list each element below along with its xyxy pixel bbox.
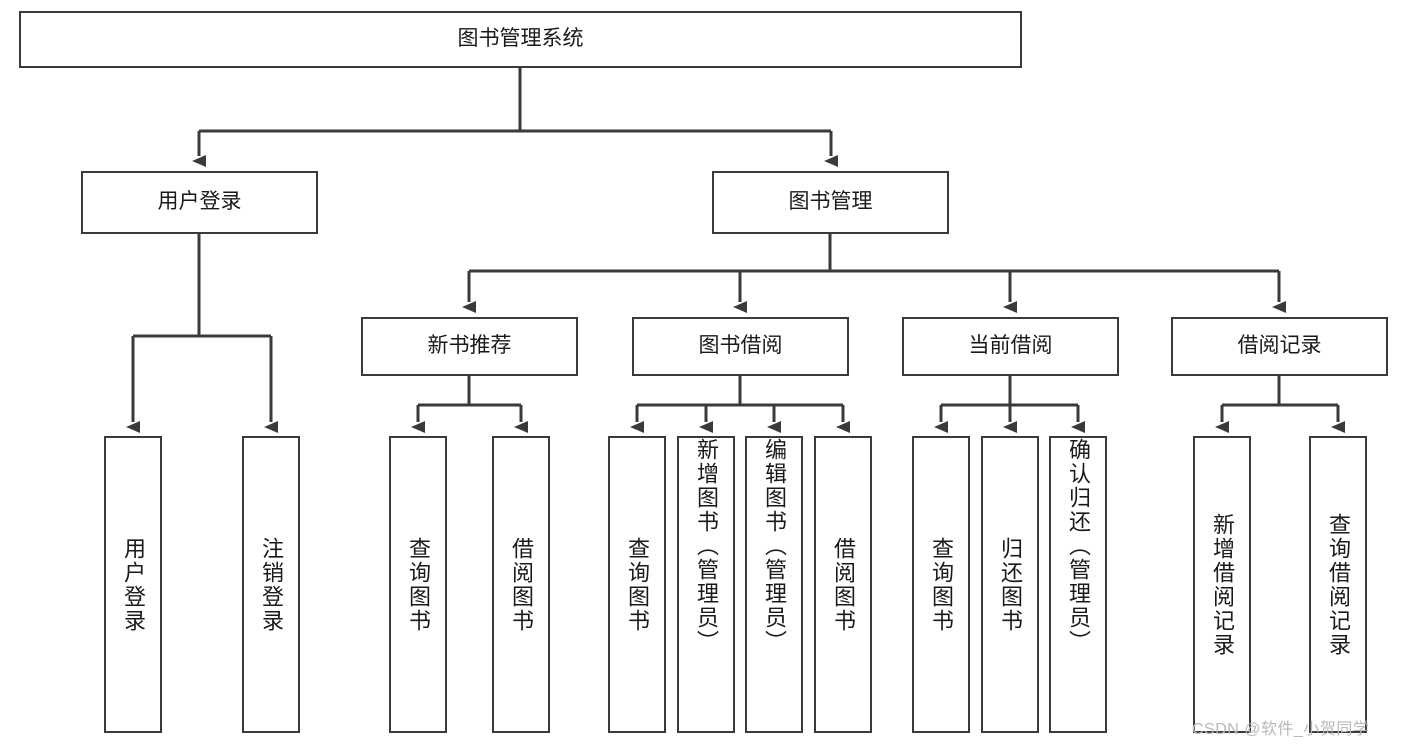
leaf-add-book-admin[interactable]: 新增图书（管理员）: [677, 436, 735, 733]
node-book-manage[interactable]: 图书管理: [712, 171, 949, 234]
node-label: 图书管理: [788, 190, 873, 214]
node-label: 新书推荐: [427, 334, 512, 358]
leaf-edit-book-admin[interactable]: 编辑图书（管理员）: [745, 436, 803, 733]
node-label: 查询图书: [929, 536, 954, 633]
node-label: 查询图书: [625, 536, 650, 633]
leaf-query-borrow-record[interactable]: 查询借阅记录: [1309, 436, 1367, 733]
node-label: 新增图书（管理员）: [694, 438, 719, 654]
node-label: 借阅图书: [831, 536, 856, 633]
node-label: 用户登录: [121, 536, 146, 633]
leaf-user-login[interactable]: 用户登录: [104, 436, 162, 733]
node-current-borrow[interactable]: 当前借阅: [902, 317, 1119, 376]
node-label: 查询借阅记录: [1326, 512, 1351, 657]
leaf-confirm-return-admin[interactable]: 确认归还（管理员）: [1049, 436, 1107, 733]
node-label: 注销登录: [259, 536, 284, 633]
leaf-query-book-recommend[interactable]: 查询图书: [389, 436, 447, 733]
node-label: 借阅记录: [1237, 334, 1322, 358]
node-label: 图书管理系统: [457, 27, 584, 51]
node-label: 新增借阅记录: [1210, 512, 1235, 657]
leaf-query-book-borrow[interactable]: 查询图书: [608, 436, 666, 733]
node-root-system[interactable]: 图书管理系统: [19, 11, 1022, 68]
node-label: 用户登录: [157, 190, 242, 214]
node-label: 编辑图书（管理员）: [762, 438, 787, 654]
watermark-text: CSDN @软件_小贺同学: [1192, 721, 1370, 738]
node-new-book-recommend[interactable]: 新书推荐: [361, 317, 578, 376]
node-label: 图书借阅: [698, 334, 783, 358]
leaf-query-book-current[interactable]: 查询图书: [912, 436, 970, 733]
leaf-borrow-book-recommend[interactable]: 借阅图书: [492, 436, 550, 733]
node-label: 借阅图书: [509, 536, 534, 633]
node-user-login[interactable]: 用户登录: [81, 171, 318, 234]
node-label: 归还图书: [998, 536, 1023, 633]
leaf-add-borrow-record[interactable]: 新增借阅记录: [1193, 436, 1251, 733]
node-label: 确认归还（管理员）: [1066, 438, 1091, 654]
node-borrow-record[interactable]: 借阅记录: [1171, 317, 1388, 376]
node-label: 当前借阅: [968, 334, 1053, 358]
leaf-logout[interactable]: 注销登录: [242, 436, 300, 733]
leaf-borrow-book[interactable]: 借阅图书: [814, 436, 872, 733]
node-book-borrow[interactable]: 图书借阅: [632, 317, 849, 376]
leaf-return-book[interactable]: 归还图书: [981, 436, 1039, 733]
node-label: 查询图书: [406, 536, 431, 633]
